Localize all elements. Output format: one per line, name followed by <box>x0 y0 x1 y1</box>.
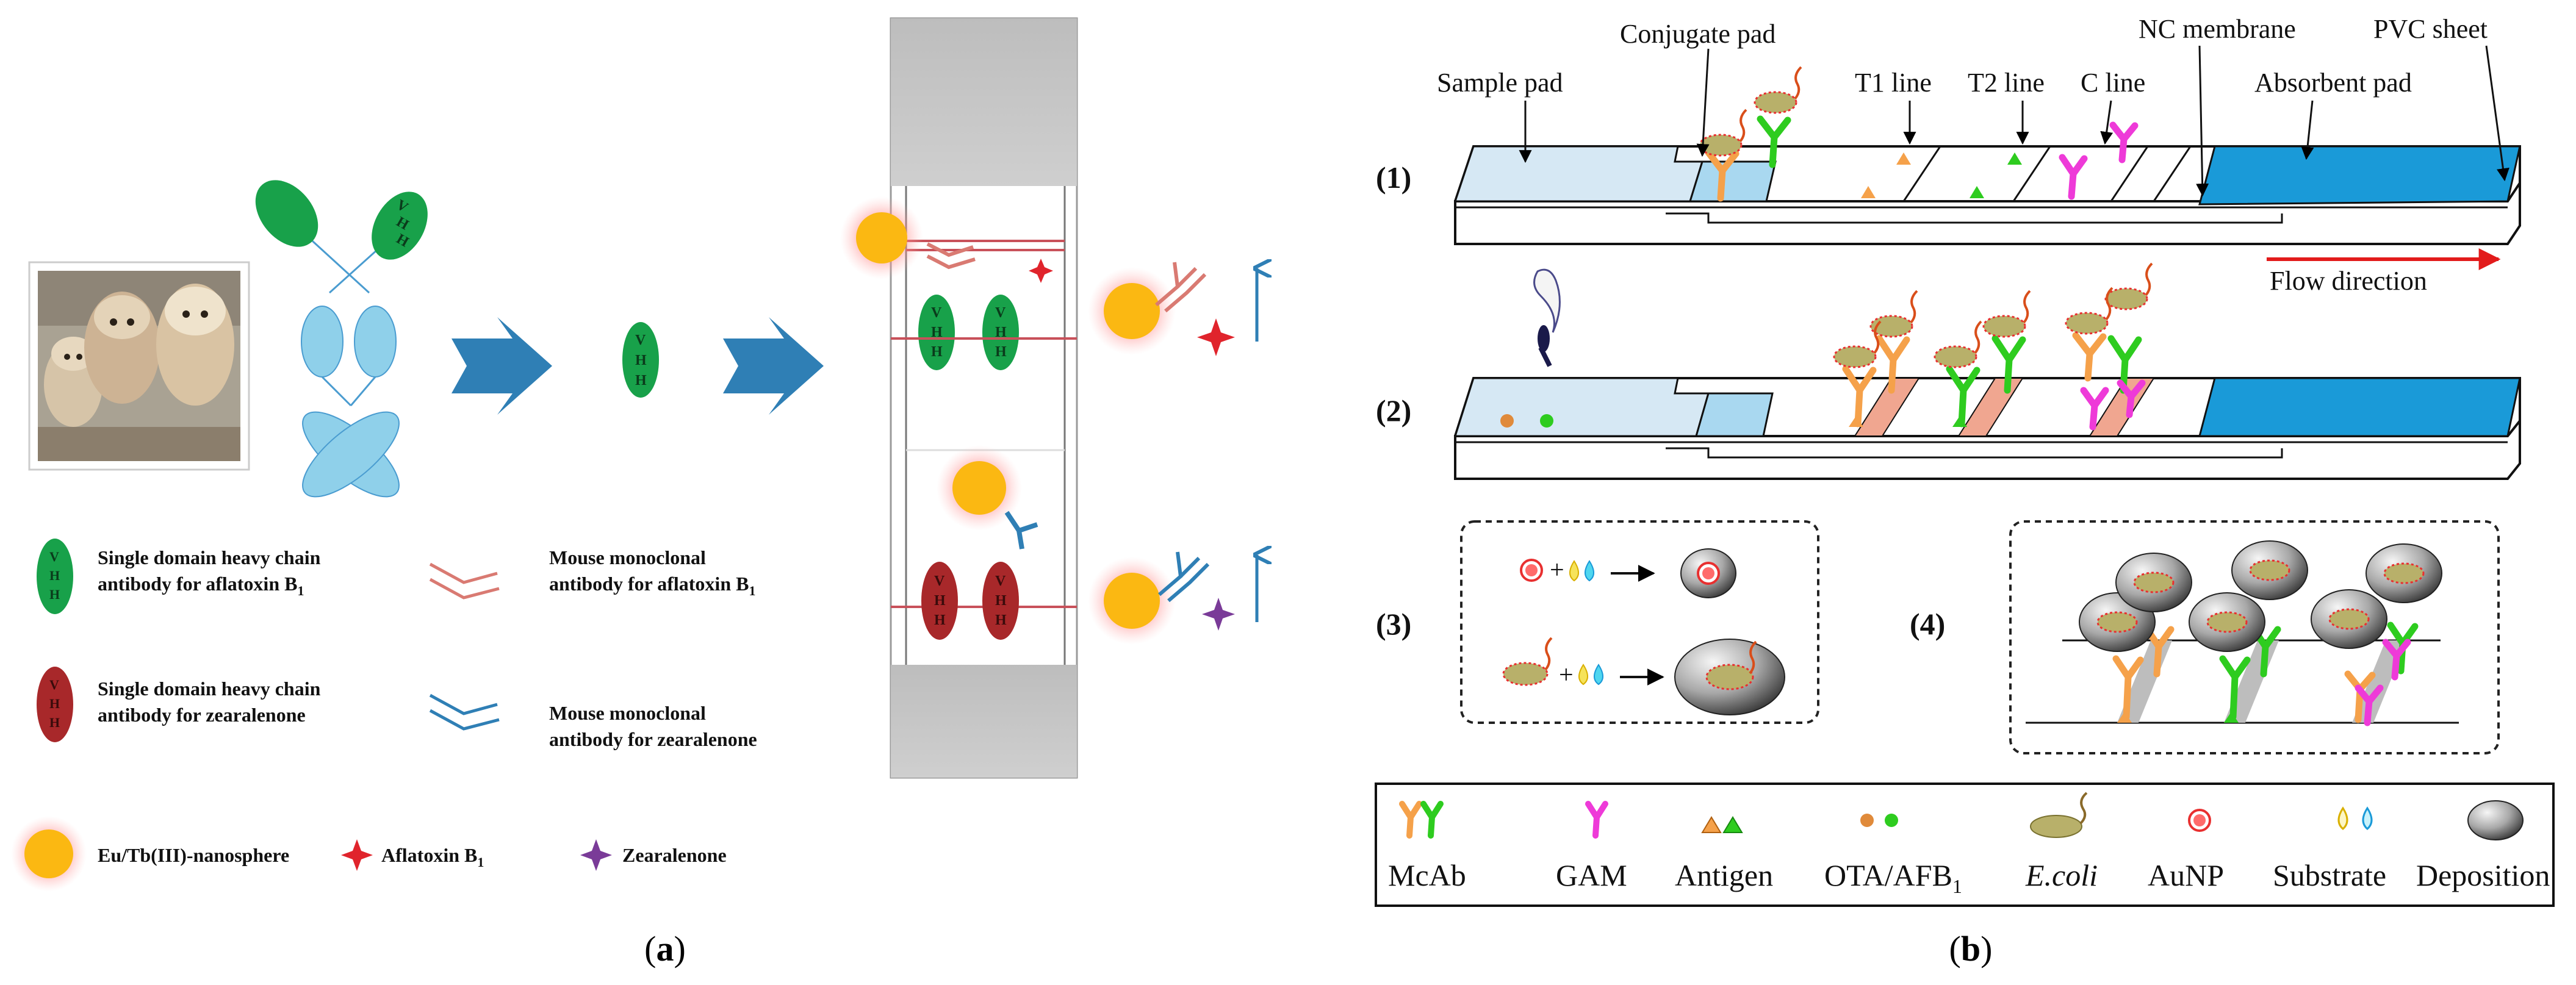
svg-text:H: H <box>49 587 60 602</box>
svg-text:+: + <box>1559 661 1574 689</box>
svg-text:H: H <box>995 593 1007 609</box>
svg-text:V: V <box>934 573 945 589</box>
panel-a: V H H V H H <box>11 17 1257 969</box>
process-arrow-icon <box>452 317 552 415</box>
alpaca-photo <box>28 261 250 471</box>
nanosphere-icon <box>952 461 1006 515</box>
vhh-pair-zearalenone: V H H V H H <box>921 562 1019 640</box>
svg-text:H: H <box>49 568 60 583</box>
strip-labels: Sample pad Conjugate pad T1 line T2 line… <box>1437 14 2488 98</box>
label-pvc-sheet: PVC sheet <box>2373 14 2488 44</box>
svg-text:V: V <box>49 677 59 692</box>
aflatoxin-star-icon <box>1197 318 1235 356</box>
strip-1 <box>1453 66 2521 245</box>
svg-text:H: H <box>49 715 60 730</box>
svg-text:H: H <box>931 344 943 360</box>
legend-vhh-aflatoxin-line1: Single domain heavy chain <box>98 546 321 568</box>
legend-ecoli: E.coli <box>2025 858 2098 892</box>
label-nc-membrane: NC membrane <box>2139 14 2296 44</box>
svg-text:Aflatoxin B1: Aflatoxin B1 <box>381 844 484 870</box>
aflatoxin-star-icon <box>1029 259 1053 283</box>
test-strip <box>890 17 1078 779</box>
box-4 <box>2009 520 2500 754</box>
label-c-line: C line <box>2081 68 2145 98</box>
svg-text:Mouse monoclonal: Mouse monoclonal <box>549 702 706 724</box>
label-flow-direction: Flow direction <box>2270 266 2427 296</box>
svg-text:Mouse monoclonal: Mouse monoclonal <box>549 546 706 568</box>
svg-text:antibody for zearalenone: antibody for zearalenone <box>98 704 306 726</box>
mab-zearalenone-on-strip <box>1004 510 1038 550</box>
legend-substrate: Substrate <box>2273 858 2386 892</box>
svg-text:V: V <box>995 305 1006 321</box>
legend-b: McAb GAM Antigen OTA/AFB1 E.coli AuNP Su… <box>1375 783 2555 907</box>
svg-text:H: H <box>635 373 647 389</box>
legend-vhh-aflatoxin-line2: antibody for aflatoxin B1 <box>98 573 304 598</box>
zearalenone-star-icon <box>1202 598 1235 631</box>
svg-text:V: V <box>49 549 59 564</box>
heavy-chain-antibody-icon: V H H <box>255 180 428 498</box>
nanosphere-icon <box>856 212 907 263</box>
legend-deposition: Deposition <box>2416 858 2550 892</box>
svg-text:H: H <box>934 593 946 609</box>
caption-a: (a) <box>644 929 686 969</box>
step-label-3: (3) <box>1376 607 1411 641</box>
label-sample-pad: Sample pad <box>1437 68 1563 98</box>
legend-antigen: Antigen <box>1675 858 1773 892</box>
svg-text:Eu/Tb(III)-nanosphere: Eu/Tb(III)-nanosphere <box>98 844 289 866</box>
mab-aflatoxin-complex <box>1155 262 1207 313</box>
svg-text:H: H <box>635 353 647 368</box>
box-3: + + <box>1460 520 1819 724</box>
nanosphere-icon <box>1104 283 1160 339</box>
svg-text:H: H <box>934 612 946 628</box>
legend-mcab: McAb <box>1388 858 1466 892</box>
legend-aunp: AuNP <box>2148 858 2224 892</box>
vhh-aflatoxin-icon: V H H <box>622 322 659 398</box>
svg-text:H: H <box>995 324 1007 340</box>
legend-a: V H H Single domain heavy chain antibody… <box>11 539 757 892</box>
step-label-4: (4) <box>1910 607 1945 641</box>
svg-text:Zearalenone: Zearalenone <box>622 844 727 866</box>
label-t1-line: T1 line <box>1855 68 1932 98</box>
process-arrow-icon <box>723 317 824 415</box>
svg-text:+: + <box>1550 556 1564 584</box>
svg-text:V: V <box>635 332 646 348</box>
step-label-2: (2) <box>1376 393 1411 428</box>
svg-text:V: V <box>995 573 1006 589</box>
nanosphere-icon <box>1104 573 1160 629</box>
strip-2 <box>1453 262 2521 480</box>
label-conjugate-pad: Conjugate pad <box>1620 19 1775 49</box>
legend-gam: GAM <box>1556 858 1627 892</box>
vhh-pair-aflatoxin: V H H V H H <box>918 295 1019 370</box>
svg-text:antibody for aflatoxin B1: antibody for aflatoxin B1 <box>549 573 755 598</box>
mab-zearalenone-complex <box>1158 551 1210 603</box>
svg-text:H: H <box>931 324 943 340</box>
svg-text:H: H <box>995 612 1007 628</box>
label-t2-line: T2 line <box>1968 68 2045 98</box>
caption-b: (b) <box>1949 929 1993 969</box>
svg-text:H: H <box>49 696 60 711</box>
panel-b: (1) (2) (3) (4) <box>1375 14 2555 969</box>
legend-ota-afb: OTA/AFB1 <box>1824 858 1962 897</box>
label-absorbent-pad: Absorbent pad <box>2254 68 2412 98</box>
step-label-1: (1) <box>1376 160 1411 195</box>
svg-text:Single domain heavy chain: Single domain heavy chain <box>98 678 321 700</box>
mab-aflatoxin-on-strip <box>926 242 976 270</box>
svg-text:H: H <box>995 344 1007 360</box>
svg-text:V: V <box>931 305 942 321</box>
svg-text:antibody for zearalenone: antibody for zearalenone <box>549 728 757 750</box>
